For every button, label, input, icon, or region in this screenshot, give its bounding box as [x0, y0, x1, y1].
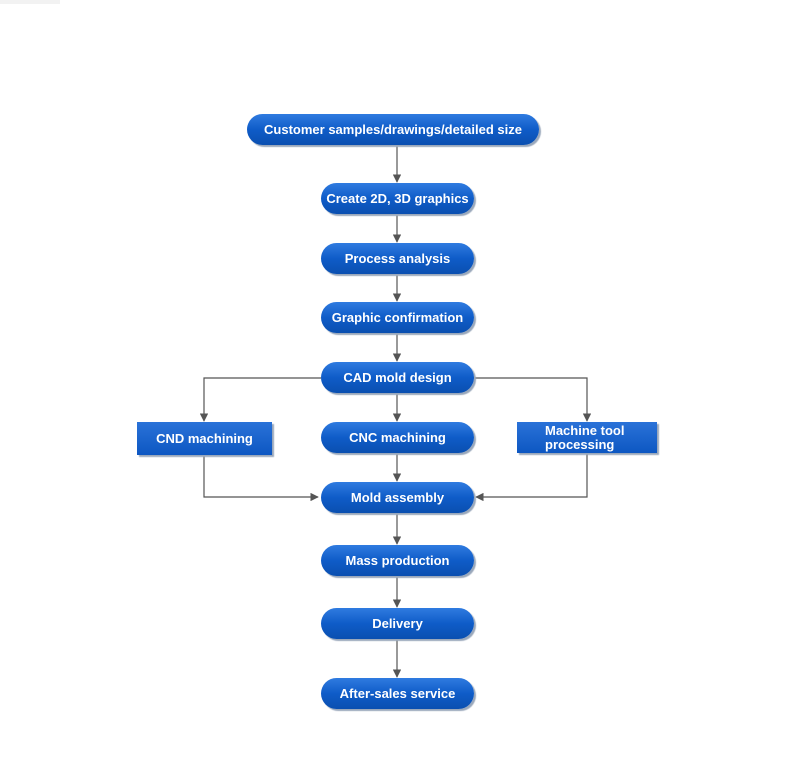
arrow-cad-to-cnd [199, 377, 321, 422]
node-create-graphics: Create 2D, 3D graphics [321, 183, 474, 214]
node-delivery: Delivery [321, 608, 474, 639]
node-machine-tool-processing: Machine tool processing [517, 422, 657, 453]
node-customer-samples: Customer samples/drawings/detailed size [247, 114, 539, 145]
arrow-cnd-to-assembly [203, 455, 319, 502]
corner-mark [0, 0, 60, 4]
node-process-analysis: Process analysis [321, 243, 474, 274]
node-cnc-machining: CNC machining [321, 422, 474, 453]
node-cnd-machining: CND machining [137, 422, 272, 455]
node-mass-production: Mass production [321, 545, 474, 576]
node-after-sales-service: After-sales service [321, 678, 474, 709]
node-cad-mold-design: CAD mold design [321, 362, 474, 393]
arrow-cad-to-machine-tool [473, 377, 592, 422]
node-mold-assembly: Mold assembly [321, 482, 474, 513]
node-graphic-confirmation: Graphic confirmation [321, 302, 474, 333]
arrow-machine-tool-to-assembly [475, 453, 588, 502]
